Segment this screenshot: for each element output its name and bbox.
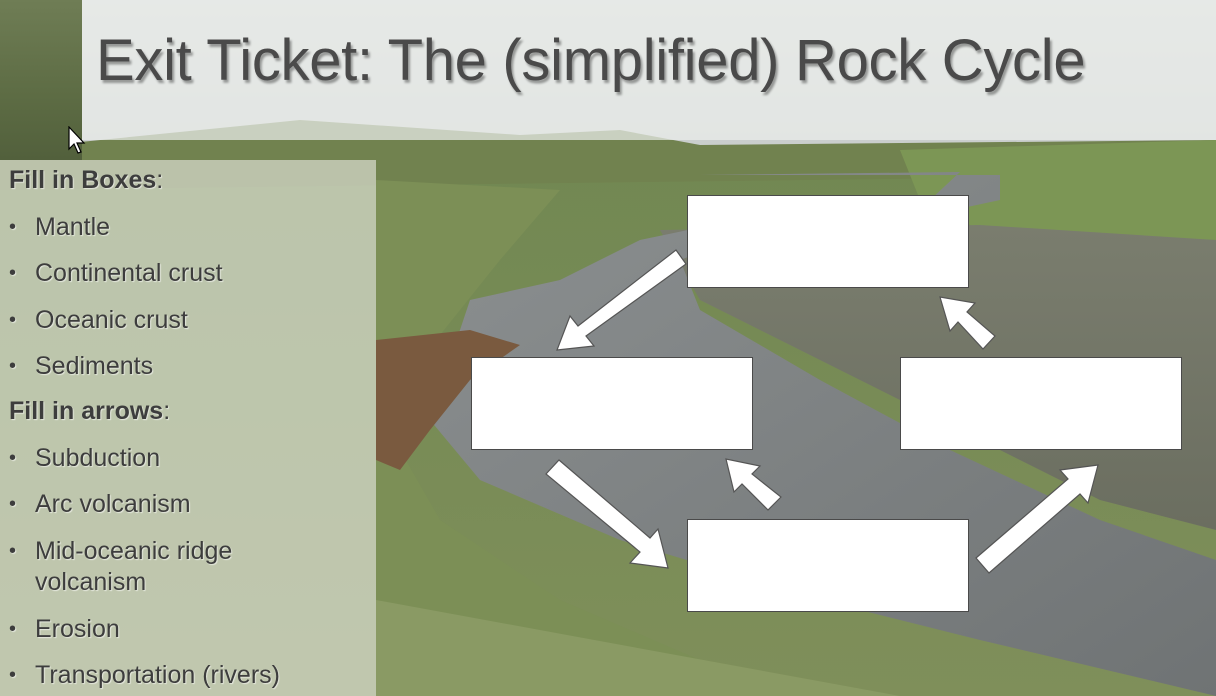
list-item-text: Mid-oceanic ridge volcanism [35, 537, 233, 596]
arrows-heading-label: Fill in arrows [9, 397, 164, 425]
instructions-panel [0, 160, 376, 696]
bullet-icon: • [9, 309, 17, 331]
list-item-text: Continental crust [35, 259, 223, 287]
box-right[interactable] [900, 357, 1182, 450]
box-left[interactable] [471, 357, 753, 450]
bullet-icon: • [9, 618, 17, 640]
arrow-right-to-top[interactable] [939, 296, 996, 350]
arrow-bottom-to-left[interactable] [725, 458, 782, 511]
title-band [82, 0, 1216, 140]
bullet-icon: • [9, 447, 17, 469]
list-item-text: Oceanic crust [35, 306, 188, 334]
boxes-heading-colon: : [156, 166, 164, 194]
list-item-text: Mantle [35, 213, 111, 241]
bullet-icon: • [9, 540, 17, 562]
list-item-text: Erosion [35, 615, 120, 643]
list-item-text: Transportation (rivers) [35, 661, 280, 689]
mouse-cursor-icon [68, 126, 86, 154]
bullet-icon: • [9, 216, 17, 238]
arrows-heading: Fill in arrows: [9, 397, 170, 426]
list-item-text: Arc volcanism [35, 490, 191, 518]
arrow-bottom-to-right[interactable] [975, 464, 1099, 574]
boxes-heading: Fill in Boxes: [9, 166, 163, 195]
slide-title: Exit Ticket: The (simplified) Rock Cycle [96, 28, 1086, 93]
list-item-text: Subduction [35, 444, 161, 472]
bullet-icon: • [9, 664, 17, 686]
arrow-top-to-left[interactable] [556, 249, 687, 351]
arrows-heading-colon: : [163, 397, 171, 425]
bullet-icon: • [9, 355, 17, 377]
bullet-icon: • [9, 262, 17, 284]
bullet-icon: • [9, 493, 17, 515]
box-bottom[interactable] [687, 519, 969, 612]
arrow-left-to-bottom[interactable] [545, 459, 669, 569]
box-top[interactable] [687, 195, 969, 288]
boxes-heading-label: Fill in Boxes [9, 166, 157, 194]
list-item-text: Sediments [35, 352, 154, 380]
cliff-area [0, 0, 82, 160]
